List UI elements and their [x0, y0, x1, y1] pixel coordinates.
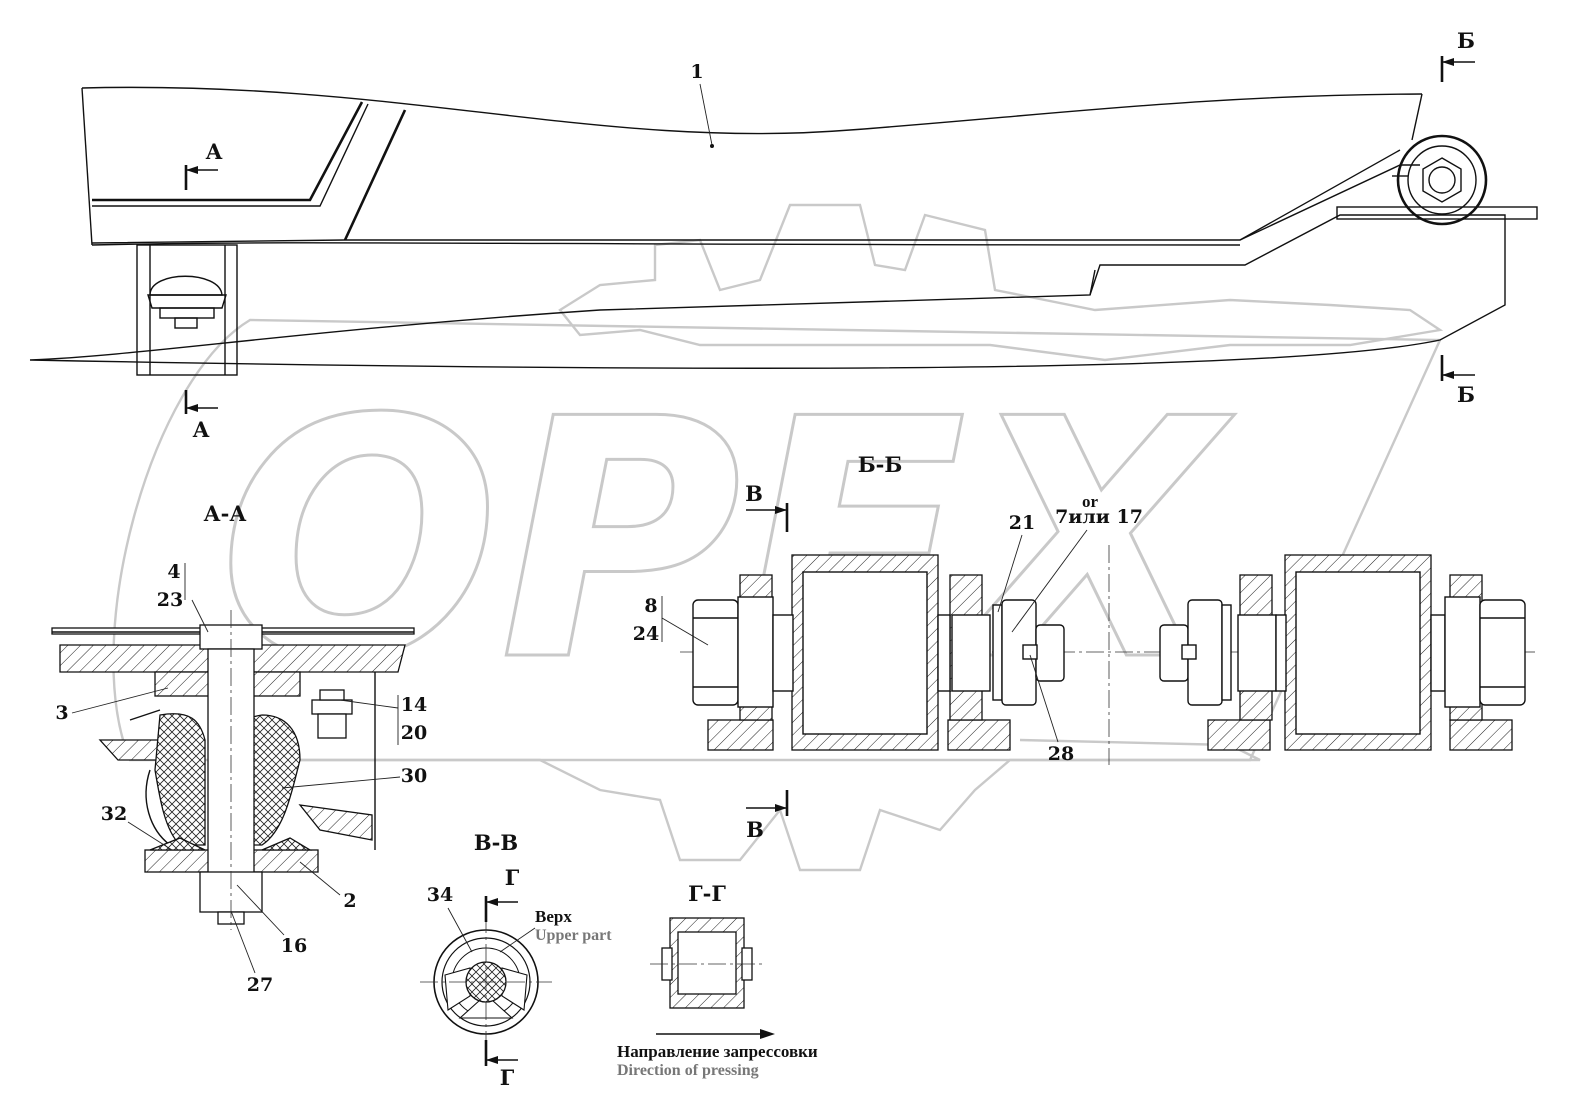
section-a-a: А-А [51, 501, 415, 930]
cut-marker-a-bottom: А [192, 417, 209, 442]
svg-text:1: 1 [690, 61, 703, 83]
main-view-beam [29, 86, 1538, 376]
svg-text:30: 30 [401, 765, 427, 787]
cut-marker-g-bottom: Г [500, 1065, 515, 1090]
section-b-b: Б-Б [680, 452, 1535, 842]
note-top-ru: Верх [535, 907, 572, 926]
section-g-g-title: Г-Г [688, 881, 726, 906]
svg-text:3: 3 [55, 702, 68, 724]
callout-1: 1 [690, 61, 714, 148]
section-b-b-title: Б-Б [858, 452, 903, 477]
svg-text:8: 8 [644, 595, 657, 617]
cut-marker-a-top: А [205, 139, 222, 164]
note-top-en: Upper part [535, 927, 612, 944]
section-b-b-callouts: 8 24 21 or 7или 17 28 [633, 492, 1143, 765]
svg-text:27: 27 [247, 974, 273, 996]
svg-text:7или 17: 7или 17 [1055, 506, 1143, 528]
section-v-v-title: В-В [474, 830, 518, 855]
cut-marker-v-bottom: В [746, 817, 764, 842]
svg-text:21: 21 [1009, 512, 1035, 534]
svg-text:24: 24 [633, 623, 659, 645]
cut-marker-b-top: Б [1457, 28, 1475, 53]
cut-marker-g-top: Г [505, 865, 520, 890]
svg-text:or: or [1082, 492, 1099, 511]
section-a-a-title: А-А [204, 501, 247, 526]
svg-text:16: 16 [281, 935, 307, 957]
section-v-v-callouts: 34 Верх Upper part [427, 884, 612, 953]
svg-text:32: 32 [101, 803, 127, 825]
svg-text:14: 14 [401, 694, 427, 716]
note-press-ru: Направление запрессовки [617, 1042, 818, 1061]
section-v-v: В-В Г Г [420, 830, 552, 1090]
watermark-gear-outline [558, 203, 1444, 362]
section-marks-main: А А Б Б [184, 28, 1475, 442]
note-press-en: Direction of pressing [617, 1062, 759, 1079]
svg-text:4: 4 [167, 561, 180, 583]
cut-marker-v-top: В [745, 481, 763, 506]
section-g-g: Г-Г Направление запрессовки Direction of… [617, 881, 818, 1079]
cut-marker-b-bottom: Б [1457, 382, 1475, 407]
svg-text:20: 20 [401, 722, 427, 744]
svg-text:28: 28 [1048, 743, 1074, 765]
svg-text:23: 23 [157, 589, 183, 611]
svg-text:2: 2 [343, 890, 356, 912]
svg-text:34: 34 [427, 884, 453, 906]
section-a-a-callouts: 4 23 3 14 20 30 32 2 16 27 [55, 561, 427, 996]
